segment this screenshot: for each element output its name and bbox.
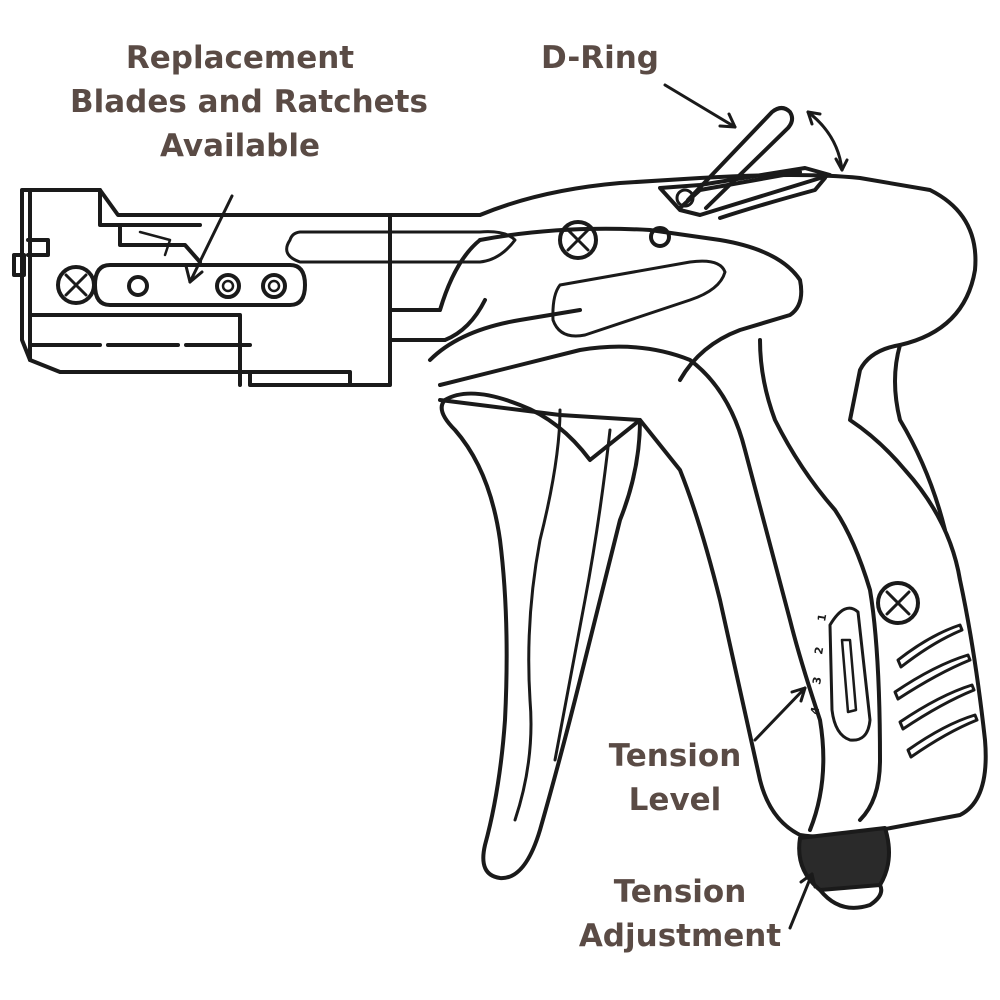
tool-body [285, 173, 988, 839]
arrow-tension-adjustment [788, 872, 814, 930]
tension-mark-4: 4 [808, 705, 822, 715]
tension-scale: 1 2 3 4 [808, 613, 829, 716]
body-screw-icon [558, 220, 598, 260]
grip-ribs [893, 623, 979, 759]
label-replacement-line-1: Replacement [125, 40, 355, 76]
d-ring-lever [658, 106, 832, 220]
label-replacement-line-3: Available [159, 128, 321, 164]
tension-dial-window [828, 606, 872, 742]
tension-mark-3: 3 [810, 676, 824, 686]
nose-screw-icon [56, 265, 96, 305]
label-d-ring-text: D-Ring [541, 40, 659, 76]
trigger [439, 391, 642, 881]
label-tension-level-line-1: Tension [608, 738, 742, 774]
tension-knob [797, 826, 891, 910]
label-tension-adjustment: Tension Adjustment [570, 870, 790, 958]
tension-mark-1: 1 [815, 613, 829, 623]
arrow-replacement [188, 194, 234, 284]
label-tension-adjustment-line-1: Tension [613, 874, 747, 910]
blade-plate [93, 263, 307, 307]
tool-nose [12, 188, 392, 387]
arrow-d-ring [663, 83, 737, 129]
label-replacement-blades: Replacement Blades and Ratchets Availabl… [70, 36, 428, 168]
label-tension-adjustment-line-2: Adjustment [578, 918, 782, 954]
d-ring-swing-arc [806, 110, 844, 172]
label-tension-level: Tension Level [595, 734, 755, 822]
grip-screw-icon [876, 581, 920, 625]
pivot-hole [649, 226, 671, 248]
label-d-ring: D-Ring [530, 36, 670, 80]
arrow-tension-level [753, 686, 807, 742]
leader-arrows [184, 83, 849, 930]
label-tension-level-line-2: Level [628, 782, 722, 818]
label-replacement-line-2: Blades and Ratchets [70, 84, 428, 120]
tension-mark-2: 2 [812, 646, 826, 656]
